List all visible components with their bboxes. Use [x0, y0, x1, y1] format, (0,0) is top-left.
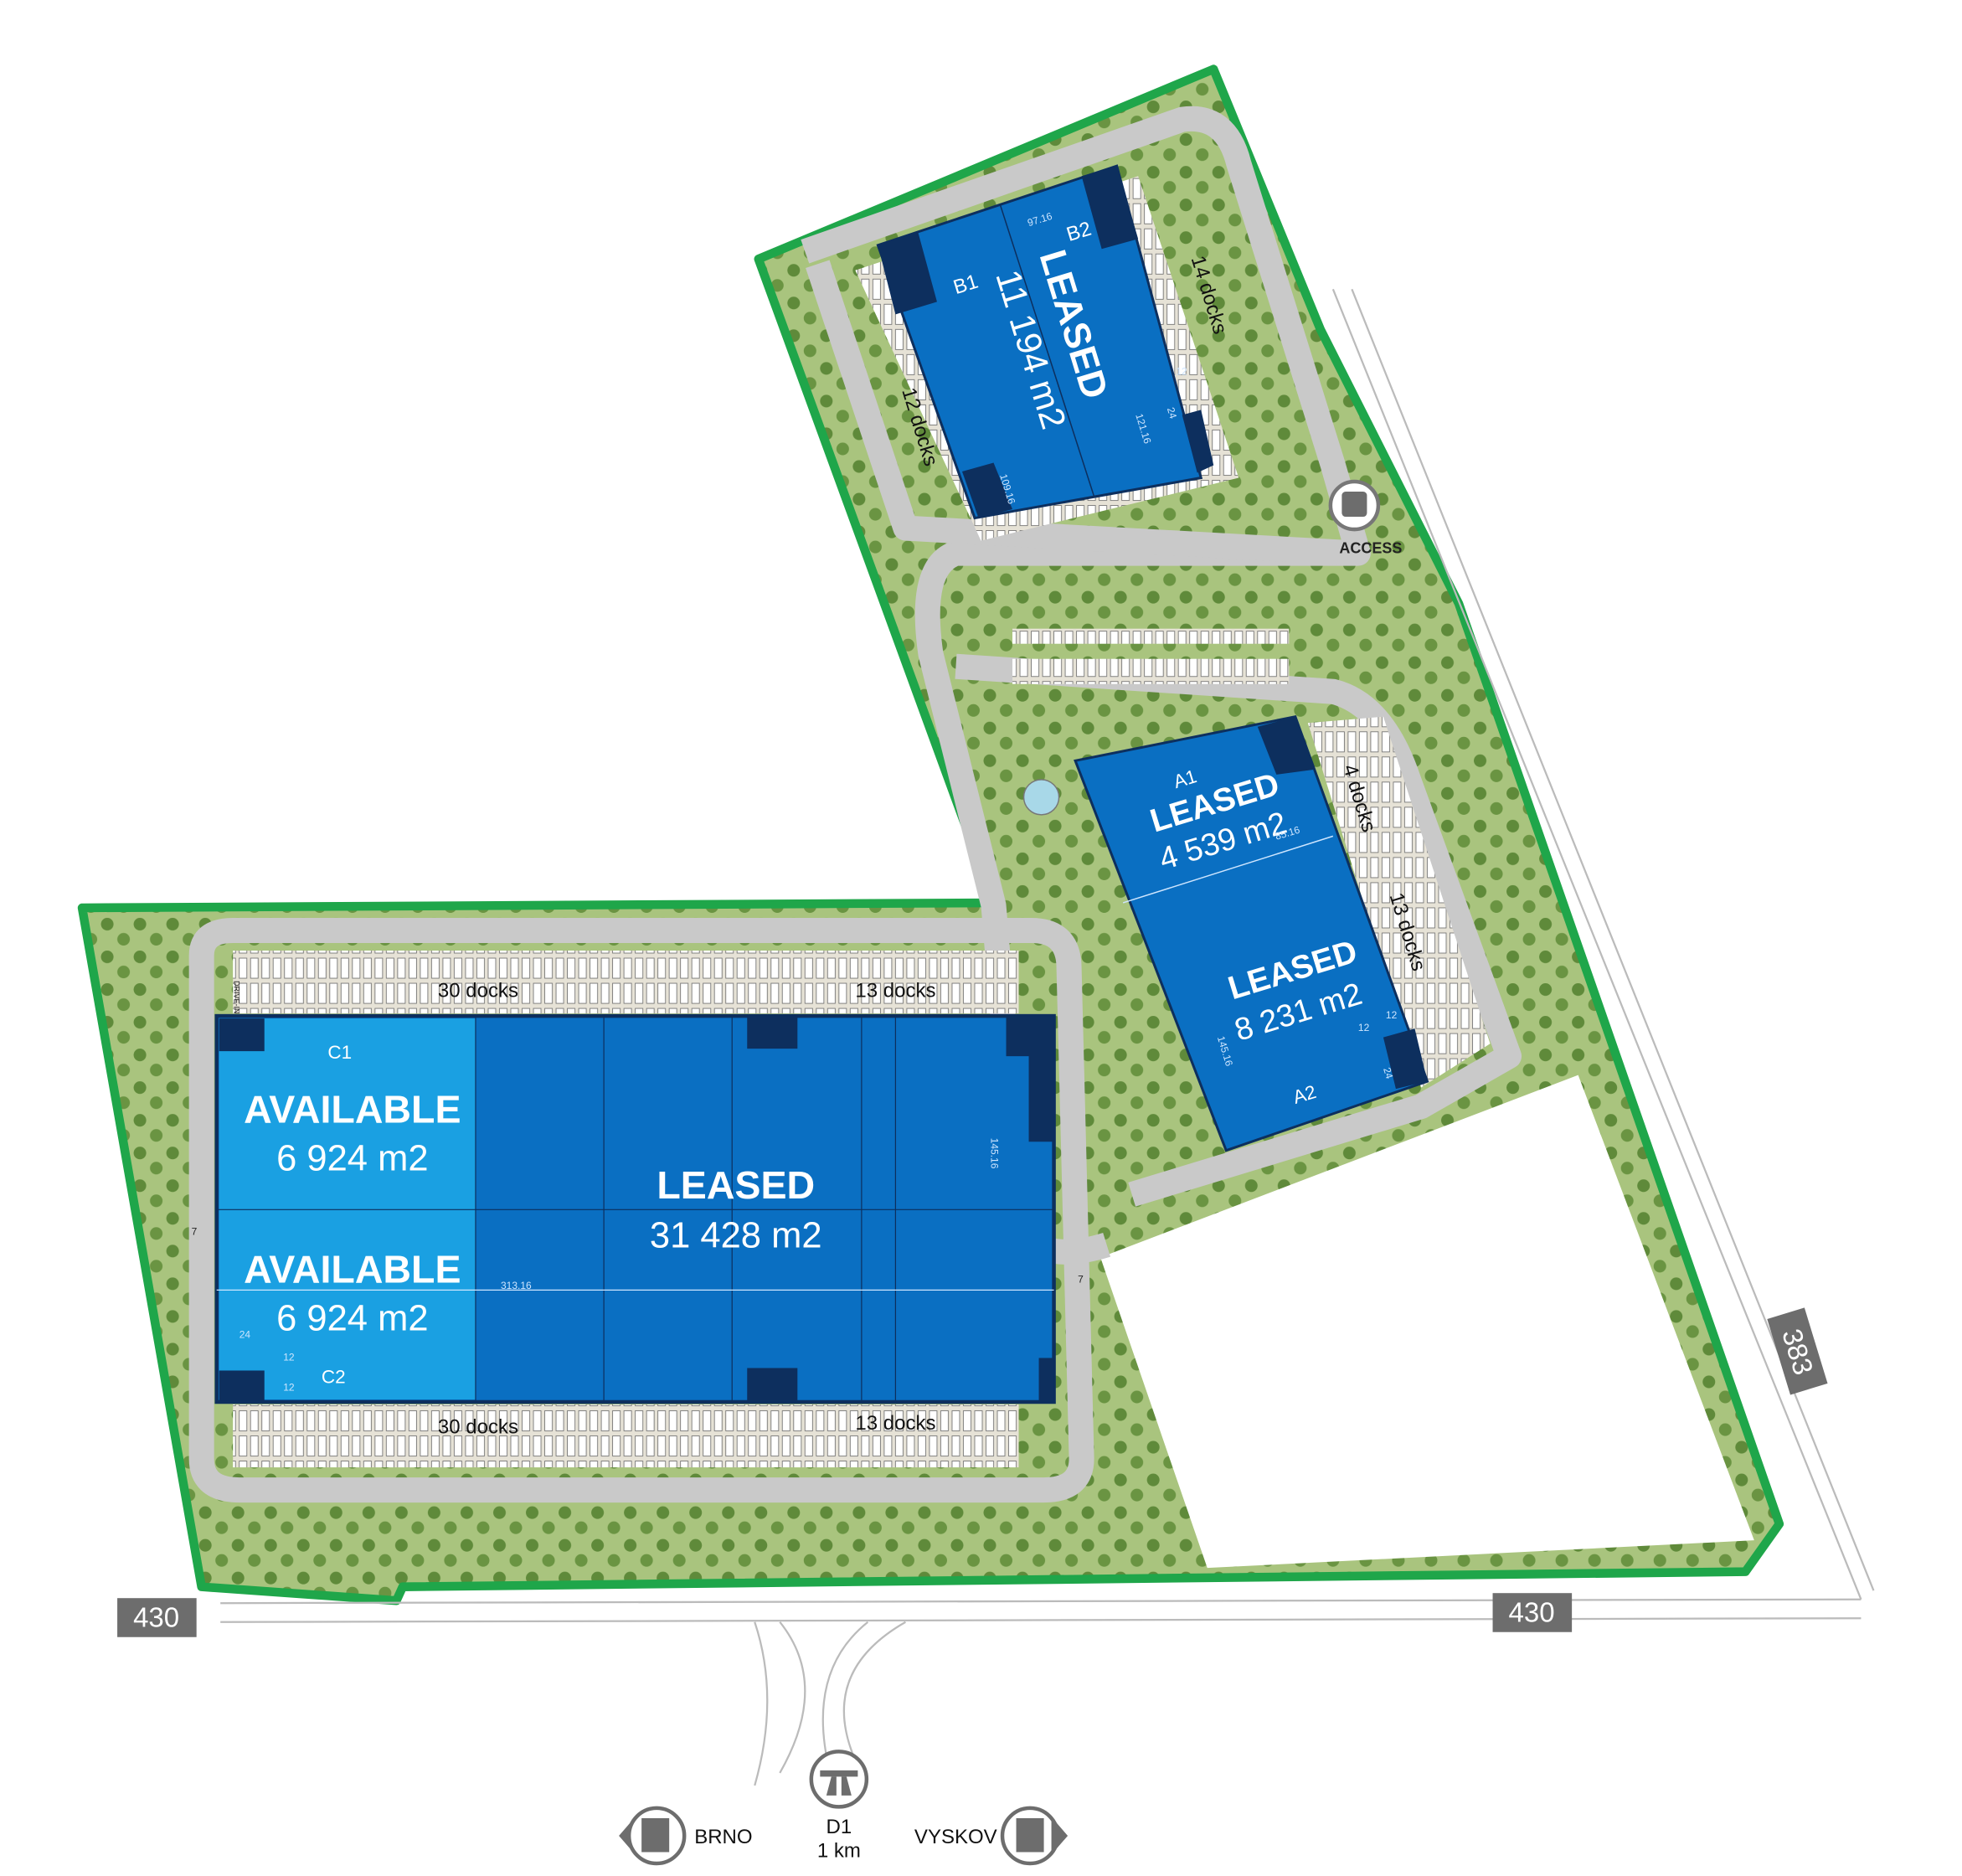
dimension-label: 12: [1386, 1009, 1398, 1021]
svg-text:VYSKOV: VYSKOV: [914, 1826, 997, 1848]
bus-icon: [1341, 492, 1367, 518]
building-c-leased-status: LEASED: [657, 1163, 815, 1207]
building-c-docks-bottom-right: 13 docks: [855, 1412, 935, 1435]
svg-text:383: 383: [1776, 1325, 1819, 1379]
building-c: C1 AVAILABLE 6 924 m2 AVAILABLE 6 924 m2…: [192, 951, 1084, 1468]
nav-brno: BRNO: [619, 1806, 753, 1866]
motorway-icon: [820, 1770, 858, 1796]
road-sign-430-right: 430: [1492, 1593, 1573, 1632]
nav-d1: D1 1 km: [809, 1750, 869, 1862]
dimension-label: 145.16: [989, 1138, 1001, 1169]
road-sign-430-left: 430: [117, 1598, 197, 1637]
dimension-label: 24: [1381, 1066, 1395, 1080]
nav-vyskov: VYSKOV: [914, 1806, 1069, 1866]
unit-label-c1: C1: [327, 1042, 352, 1063]
water-tank: [1022, 779, 1060, 816]
access-point[interactable]: ACCESS: [1328, 479, 1403, 557]
building-c-leased-area: 31 428 m2: [650, 1215, 822, 1255]
drive-in-label: DRIVE-IN: [233, 981, 241, 1014]
building-c-docks-bottom-left: 30 docks: [438, 1416, 518, 1439]
dimension-label: 12: [1176, 365, 1187, 377]
svg-text:1 km: 1 km: [817, 1839, 861, 1862]
dimension-label: 12: [283, 1381, 295, 1393]
road-sign-383: 383: [1767, 1307, 1828, 1395]
dimension-label: 24: [239, 1328, 251, 1340]
building-a: A1 LEASED 4 539 m2 LEASED 8 231 m2 A2 4 …: [1074, 715, 1491, 1152]
dimension-label: 12: [1358, 1022, 1370, 1033]
building-b-footprint[interactable]: [876, 164, 1203, 520]
access-label: ACCESS: [1339, 540, 1402, 557]
building-c1-status: AVAILABLE: [244, 1088, 461, 1131]
dimension-label: 12: [283, 1351, 295, 1363]
dimension-label: 7: [192, 1225, 198, 1237]
svg-text:430: 430: [1509, 1597, 1555, 1628]
parking: [1012, 658, 1290, 684]
building-c-docks-top-left: 30 docks: [438, 980, 518, 1002]
building-c1-area: 6 924 m2: [276, 1139, 428, 1179]
dimension-label: 313.16: [501, 1280, 532, 1291]
dimension-label: 24: [1165, 406, 1179, 420]
undeveloped-plot: [1100, 1075, 1754, 1569]
parking: [1012, 628, 1290, 644]
building-c2-status: AVAILABLE: [244, 1247, 461, 1291]
building-c2-area: 6 924 m2: [276, 1298, 428, 1338]
city-icon: [641, 1817, 670, 1853]
svg-text:D1: D1: [826, 1816, 852, 1838]
unit-label-c2: C2: [322, 1366, 346, 1387]
building-c-docks-top-right: 13 docks: [855, 980, 935, 1002]
svg-text:BRNO: BRNO: [694, 1826, 752, 1848]
svg-text:430: 430: [133, 1602, 179, 1633]
building-c-available-units[interactable]: [219, 1018, 476, 1399]
dimension-label: 7: [1078, 1273, 1084, 1285]
city-icon: [1016, 1817, 1044, 1853]
